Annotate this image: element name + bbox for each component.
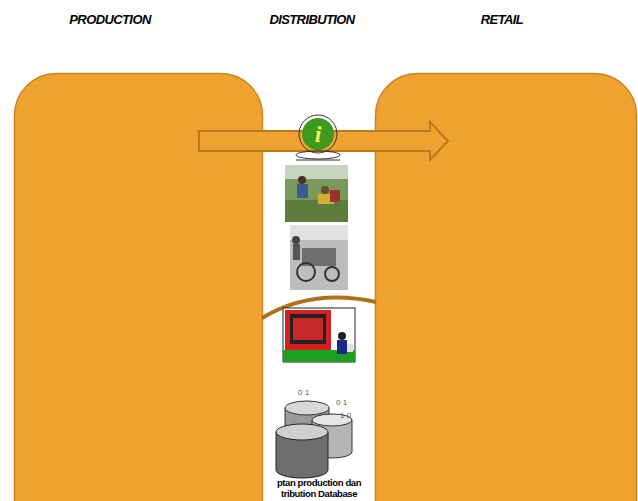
svg-text:1 0: 1 0 [340,411,352,420]
info-icon [296,115,340,160]
info-letter: i [315,122,322,146]
database-caption: ptan production dan tribution Database [263,477,375,499]
database-icon: 0 1 0 1 1 0 [276,388,352,478]
svg-text:0 1: 0 1 [336,398,348,407]
svg-text:0 1: 0 1 [298,388,310,397]
cart-photo [290,225,348,290]
column-heading: RETAIL [481,12,523,27]
column-heading: DISTRIBUTION [269,12,354,27]
computer-icon [283,308,355,362]
farm-photo [285,165,348,222]
column-heading: PRODUCTION [69,12,150,27]
